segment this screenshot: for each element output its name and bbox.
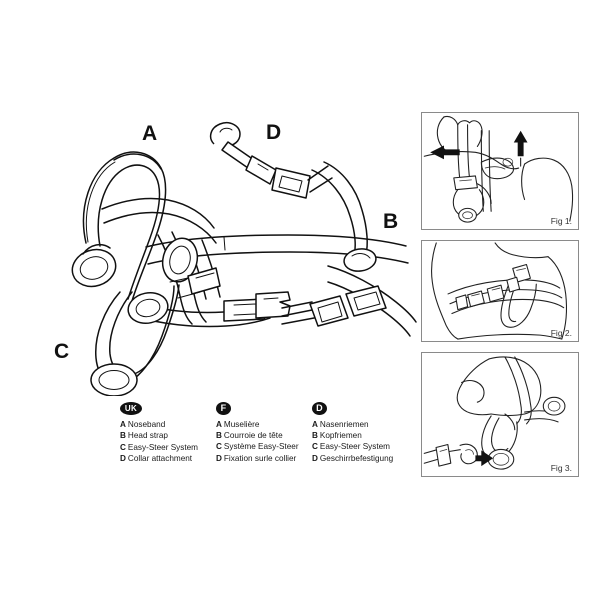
legend-key: B (312, 430, 318, 440)
figure-panel-1: Fig 1. (421, 112, 579, 230)
hand-shape (436, 115, 483, 155)
figure-caption: Fig 1. (550, 216, 572, 226)
dog-body (521, 157, 574, 222)
callout-label-c: C (54, 340, 70, 363)
easy-steer-loop (90, 284, 180, 396)
flag-badge-f-icon: F (216, 401, 231, 415)
legend-key: C (120, 442, 126, 452)
flag-badge-uk-icon: UK (120, 402, 142, 415)
strap-tail-detail (169, 267, 221, 299)
legend-key: B (216, 430, 222, 440)
dog-head (456, 356, 542, 417)
collar-buckle (455, 284, 505, 311)
snap-hook-icon (209, 122, 277, 185)
leash-clip (423, 443, 478, 467)
figure-caption: Fig 2. (550, 328, 572, 338)
legend-text: Easy-Steer System (127, 442, 198, 452)
head-halter-linework (71, 122, 417, 396)
side-ring-right (161, 237, 199, 283)
collar-strap-right (327, 265, 417, 337)
fig2-linework (431, 242, 567, 340)
callout-label-b: B (383, 210, 399, 233)
flag-badge-d-icon: D (312, 401, 327, 415)
legend-text: Kopfriemen (319, 430, 362, 440)
buckle-lower (452, 175, 492, 223)
legend-text: Courroie de tête (223, 430, 283, 440)
halter-straps (504, 356, 566, 425)
figure-panel-2: Fig 2. (421, 240, 579, 342)
legend-text: Geschirrbefestigung (319, 453, 394, 463)
fig3-linework (423, 356, 566, 470)
legend-key: D (120, 454, 126, 464)
connector-ring-mid (127, 291, 169, 325)
legend-text: Head strap (127, 431, 168, 441)
slider-buckle-d (271, 165, 333, 199)
legend-text: Système Easy-Steer (223, 442, 299, 452)
attachment-loop (500, 263, 537, 328)
legend-text: Nasenriemen (319, 419, 369, 429)
collar-buckle-right (281, 285, 387, 327)
arrow-right-icon (475, 450, 494, 467)
legend-key: A (312, 419, 318, 429)
arrow-left-icon (430, 145, 460, 160)
buckle-male-center (255, 291, 291, 319)
noseband-loop (82, 151, 167, 302)
legend-text: Noseband (127, 420, 166, 429)
legend-text: Easy-Steer System (319, 442, 390, 452)
figure-panel-3: Fig 3. (421, 352, 579, 477)
collar-attachment-strap (311, 161, 377, 272)
legend-key: D (312, 453, 318, 463)
noseband-upper-strap (101, 197, 217, 244)
callout-label-d: D (266, 121, 282, 144)
legend-text: Muselière (223, 419, 260, 429)
legend-key: C (312, 442, 318, 452)
arrow-up-icon (513, 130, 528, 167)
easy-steer-loop-fig3 (481, 413, 518, 470)
legend-key: B (120, 431, 126, 441)
head-halter-diagram (28, 96, 420, 396)
fig1-linework (423, 115, 574, 223)
legend-key: C (216, 442, 222, 452)
dog-body-outline (431, 242, 567, 340)
figure-caption: Fig 3. (550, 463, 572, 473)
callout-label-a: A (142, 122, 158, 145)
legend-key: A (120, 420, 126, 429)
legend-key: A (216, 419, 222, 429)
chin-ring-assembly (71, 243, 117, 288)
legend-key: D (216, 453, 222, 463)
legend-text: Collar attachment (127, 454, 193, 464)
legend-text: Fixation surle collier (223, 453, 297, 463)
